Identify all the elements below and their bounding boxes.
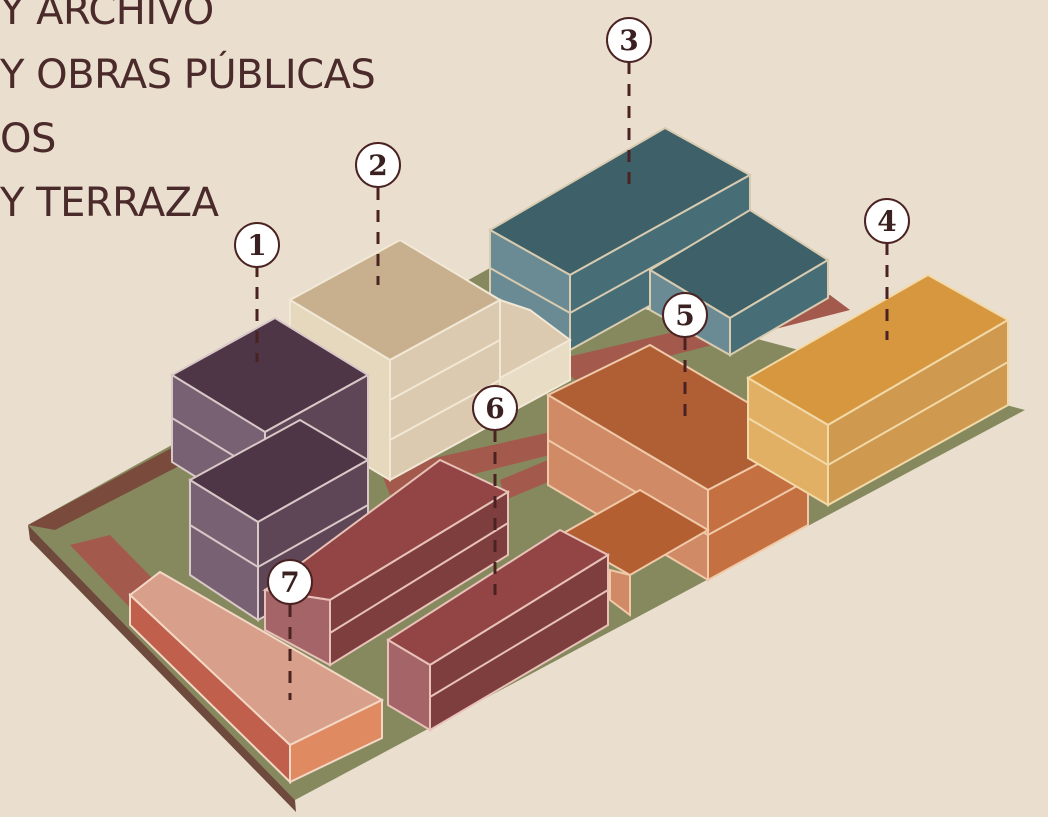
marker-2-label: 2 (368, 149, 387, 182)
building-6 (262, 458, 611, 732)
legend-item-os: OS (0, 116, 56, 162)
marker-4: 4 (864, 198, 910, 244)
marker-4-label: 4 (877, 205, 896, 238)
building-7 (128, 570, 385, 785)
marker-3: 3 (606, 17, 652, 63)
legend-item-terraza: Y TERRAZA (0, 180, 219, 226)
legend-item-archivo: Y ARCHIVO (0, 0, 214, 34)
building-4 (746, 273, 1011, 507)
marker-2: 2 (355, 142, 401, 188)
marker-5-label: 5 (675, 299, 694, 332)
marker-3-label: 3 (619, 24, 638, 57)
legend-item-obras-publicas: Y OBRAS PÚBLICAS (0, 52, 376, 98)
marker-7: 7 (267, 559, 313, 605)
marker-5: 5 (662, 292, 708, 338)
marker-6: 6 (472, 385, 518, 431)
marker-1: 1 (234, 222, 280, 268)
leader-lines (255, 62, 889, 700)
marker-6-label: 6 (485, 392, 504, 425)
marker-7-label: 7 (280, 566, 299, 599)
marker-1-label: 1 (247, 229, 266, 262)
